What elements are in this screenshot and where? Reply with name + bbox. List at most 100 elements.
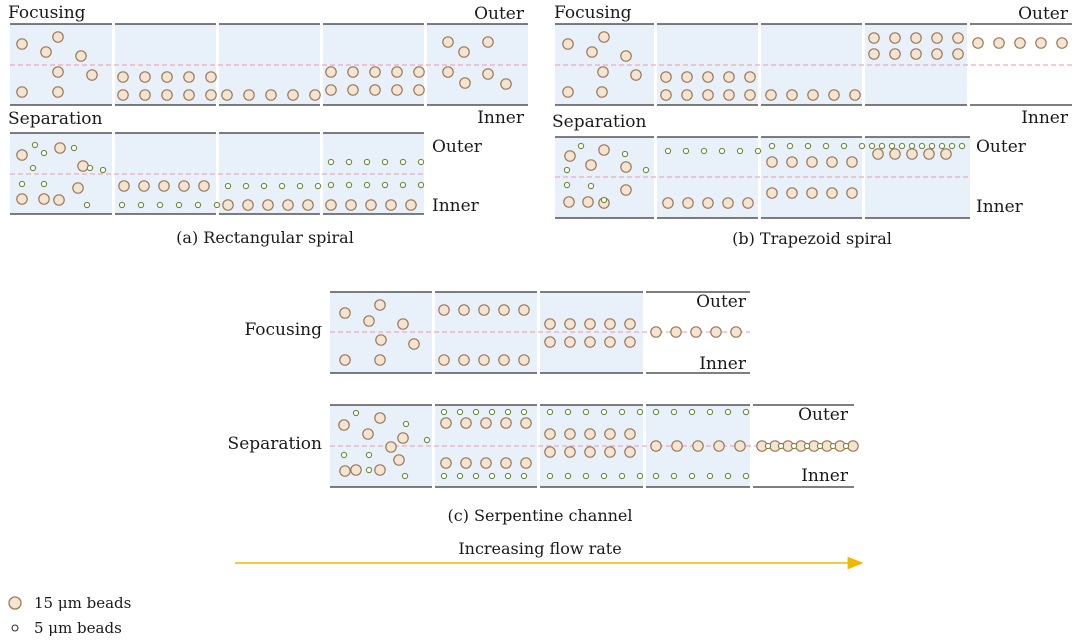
small-bead <box>40 149 48 157</box>
small-bead <box>423 436 431 444</box>
small-bead <box>363 181 371 189</box>
large-bead <box>53 194 65 206</box>
large-bead <box>604 428 616 440</box>
small-bead <box>520 408 528 416</box>
large-bead <box>75 50 87 62</box>
panel-b-sep-inner-label: Inner <box>976 197 1024 217</box>
small-bead <box>816 442 824 450</box>
small-bead <box>296 182 304 190</box>
small-bead <box>472 408 480 416</box>
large-bead <box>282 199 294 211</box>
large-bead <box>139 89 151 101</box>
large-bead <box>459 77 471 89</box>
small-bead <box>688 472 696 480</box>
small-bead <box>381 181 389 189</box>
large-bead <box>586 46 598 58</box>
large-bead <box>362 428 374 440</box>
legend-small-bead-icon <box>11 624 19 632</box>
small-bead <box>278 182 286 190</box>
small-bead <box>878 142 886 150</box>
large-bead <box>889 32 901 44</box>
small-bead <box>546 408 554 416</box>
small-bead <box>365 451 373 459</box>
large-bead <box>826 187 838 199</box>
large-bead <box>183 89 195 101</box>
large-bead <box>868 48 880 60</box>
large-bead <box>38 193 50 205</box>
small-bead <box>652 472 660 480</box>
large-bead <box>710 326 722 338</box>
large-bead <box>391 66 403 78</box>
large-bead <box>660 89 672 101</box>
small-bead <box>822 142 830 150</box>
small-bead <box>488 472 496 480</box>
large-bead <box>624 428 636 440</box>
large-bead <box>375 334 387 346</box>
small-bead <box>456 472 464 480</box>
large-bead <box>338 419 350 431</box>
small-bead <box>546 472 554 480</box>
panel-a-separation-label: Separation <box>8 109 102 129</box>
large-bead <box>847 440 859 452</box>
large-bead <box>624 318 636 330</box>
small-bead <box>363 158 371 166</box>
large-bead <box>765 89 777 101</box>
small-bead <box>670 472 678 480</box>
large-bead <box>77 160 89 172</box>
large-bead <box>16 38 28 50</box>
small-bead <box>790 442 798 450</box>
large-bead <box>482 68 494 80</box>
panel-c-separation-inner-label: Inner <box>801 466 849 486</box>
small-bead <box>670 408 678 416</box>
panel-c-focusing-label: Focusing <box>244 320 322 340</box>
large-bead <box>722 197 734 209</box>
large-bead <box>347 66 359 78</box>
large-bead <box>807 89 819 101</box>
large-bead <box>458 354 470 366</box>
large-bead <box>482 36 494 48</box>
small-bead <box>718 147 726 155</box>
large-bead <box>630 69 642 81</box>
large-bead <box>598 144 610 156</box>
large-bead <box>597 66 609 78</box>
small-bead <box>600 408 608 416</box>
large-bead <box>309 89 321 101</box>
small-bead <box>86 164 94 172</box>
large-bead <box>584 446 596 458</box>
small-bead <box>582 472 590 480</box>
large-bead <box>584 336 596 348</box>
small-bead <box>137 201 145 209</box>
large-bead <box>713 440 725 452</box>
large-bead <box>604 446 616 458</box>
panel-c-separation-label: Separation <box>228 434 322 454</box>
large-bead <box>518 304 530 316</box>
panel-a-focusing-label: Focusing <box>8 3 86 23</box>
panel-b-separation-channel <box>555 136 970 219</box>
panel-b-sep-outer-label: Outer <box>976 137 1027 157</box>
large-bead <box>806 187 818 199</box>
large-bead <box>681 71 693 83</box>
small-bead <box>156 201 164 209</box>
large-bead <box>139 71 151 83</box>
large-bead <box>438 354 450 366</box>
small-bead <box>958 142 966 150</box>
large-bead <box>940 148 952 160</box>
large-bead <box>460 457 472 469</box>
large-bead <box>374 412 386 424</box>
large-bead <box>374 299 386 311</box>
large-bead <box>742 197 754 209</box>
small-bead <box>786 142 794 150</box>
large-bead <box>923 148 935 160</box>
large-bead <box>54 142 66 154</box>
large-bead <box>500 457 512 469</box>
panel-c-focusing-inner-label: Inner <box>699 354 747 374</box>
large-bead <box>1035 37 1047 49</box>
large-bead <box>480 417 492 429</box>
small-bead <box>842 442 850 450</box>
small-bead <box>456 408 464 416</box>
large-bead <box>117 89 129 101</box>
large-bead <box>339 354 351 366</box>
small-bead <box>652 408 660 416</box>
large-bead <box>682 197 694 209</box>
